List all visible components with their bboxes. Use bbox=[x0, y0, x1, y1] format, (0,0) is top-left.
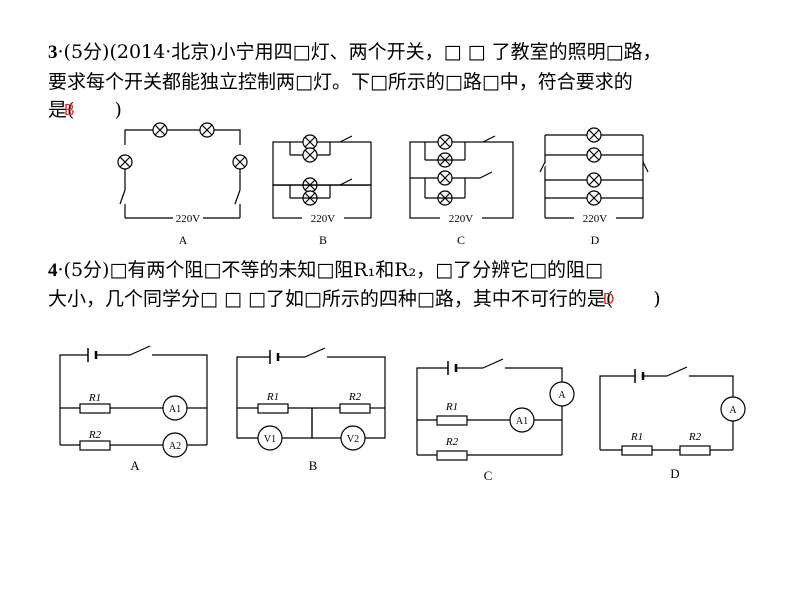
q3-line-1: 3·(5分)(2014·北京)小宁用四□灯、两个开关，□ □ 了教室的照明□路， bbox=[48, 40, 662, 65]
resistor-r2 bbox=[436, 450, 468, 461]
switch-icon bbox=[482, 358, 504, 369]
voltage-label: 220V bbox=[449, 213, 474, 225]
r2-label: R2 bbox=[88, 429, 102, 441]
switch-icon bbox=[339, 178, 353, 186]
resistor-r1 bbox=[621, 445, 653, 456]
r1-label: R1 bbox=[266, 391, 279, 403]
q4-paren-close: ) bbox=[653, 288, 661, 310]
q4-line-1: 4·(5分)□有两个阻□不等的未知□阻R₁和R₂，□了分辨它□的阻□ bbox=[48, 258, 603, 283]
a2-label: A2 bbox=[169, 441, 181, 452]
q3-paren-open: ( bbox=[67, 99, 75, 121]
q4-circuit-a: R1 R2 A1 A2 A bbox=[59, 345, 208, 473]
r1-label: R1 bbox=[88, 392, 101, 404]
diagram-label: D bbox=[670, 466, 679, 481]
diagram-label: B bbox=[319, 233, 327, 247]
q3-circuit-d: 220V D bbox=[538, 127, 649, 247]
r1-label: R1 bbox=[630, 431, 643, 443]
resistor-r2 bbox=[339, 403, 371, 414]
resistor-r1 bbox=[79, 403, 111, 414]
r2-label: R2 bbox=[688, 431, 702, 443]
diagram-label: C bbox=[457, 233, 465, 247]
q4-circuit-b: R1 R2 V1 V2 B bbox=[236, 347, 386, 473]
a1-label: A1 bbox=[169, 404, 181, 415]
q3-answer-slot: B( bbox=[64, 99, 75, 121]
q4-circuit-d: R1 R2 A D bbox=[599, 366, 746, 481]
q3-circuit-c: 220V C bbox=[409, 134, 514, 247]
resistor-r1 bbox=[436, 415, 468, 426]
q3-stem-1: ·(5分)(2014·北京)小宁用四□灯、两个开关，□ □ 了教室的照明□路， bbox=[57, 41, 662, 63]
q4-circuit-c: R1 R2 A A1 C bbox=[416, 358, 575, 483]
q3-line-2: 要求每个开关都能独立控制两□灯。下□所示的□路□中，符合要求的 bbox=[48, 71, 633, 93]
switch-icon bbox=[119, 189, 126, 205]
switch-icon bbox=[539, 161, 546, 173]
diagram-label: D bbox=[591, 233, 600, 247]
q4-stem-2: 大小，几个同学分□ □ □了如□所示的四种□路，其中不可行的是 bbox=[48, 288, 606, 310]
switch-icon bbox=[304, 347, 326, 358]
lamp-icon bbox=[117, 154, 133, 170]
switch-icon bbox=[234, 189, 241, 205]
lamp-icon bbox=[232, 154, 248, 170]
a-label: A bbox=[729, 405, 737, 416]
r1-label: R1 bbox=[445, 401, 458, 413]
switch-icon bbox=[666, 366, 688, 377]
voltage-label: 220V bbox=[311, 213, 336, 225]
q4-stem-1: ·(5分)□有两个阻□不等的未知□阻R₁和R₂，□了分辨它□的阻□ bbox=[57, 259, 604, 281]
q4-paren-open: ( bbox=[605, 288, 614, 310]
resistor-r2 bbox=[679, 445, 711, 456]
q4-answer-slot: D( bbox=[602, 288, 615, 310]
voltage-label: 220V bbox=[583, 213, 608, 225]
r2-label: R2 bbox=[348, 391, 362, 403]
r2-label: R2 bbox=[445, 436, 459, 448]
diagram-label: B bbox=[309, 458, 318, 473]
q3-number: 3 bbox=[48, 42, 58, 63]
q3-answer: B bbox=[64, 102, 75, 119]
v2-label: V2 bbox=[347, 434, 359, 445]
switch-icon bbox=[129, 345, 151, 356]
switch-icon bbox=[339, 135, 353, 143]
q3-paren-close: ) bbox=[114, 99, 122, 121]
q4-number: 4 bbox=[48, 260, 58, 281]
resistor-r1 bbox=[257, 403, 289, 414]
lamp-icon bbox=[152, 122, 168, 138]
switch-icon bbox=[482, 135, 496, 143]
q3-stem-3: 是 bbox=[48, 99, 68, 121]
diagram-label: A bbox=[179, 233, 188, 247]
diagram-label: A bbox=[130, 458, 140, 473]
a1-label: A1 bbox=[516, 416, 528, 427]
resistor-r2 bbox=[79, 440, 111, 451]
switch-icon bbox=[642, 161, 649, 173]
q3-circuit-b: 220V B bbox=[272, 134, 372, 247]
q3-circuit-a: 220V A bbox=[117, 122, 248, 247]
v1-label: V1 bbox=[264, 434, 276, 445]
a-label: A bbox=[558, 390, 566, 401]
q4-answer: D bbox=[602, 291, 615, 308]
lamp-icon bbox=[199, 122, 215, 138]
diagram-label: C bbox=[484, 468, 493, 483]
voltage-label: 220V bbox=[176, 213, 201, 225]
switch-icon bbox=[479, 171, 493, 179]
